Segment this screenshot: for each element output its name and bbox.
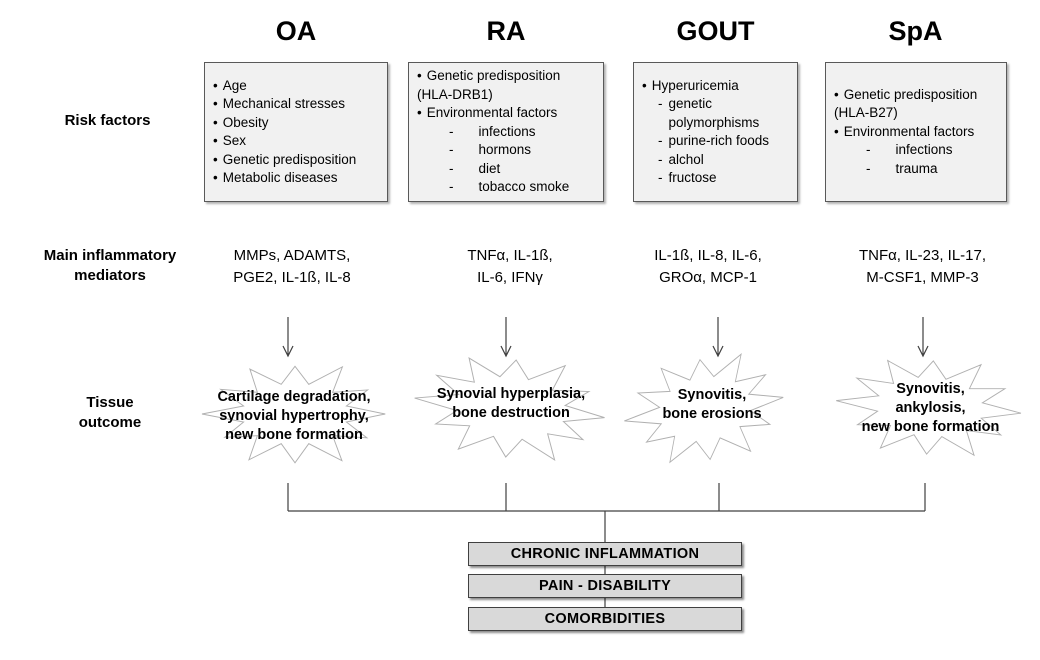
risk-factors-box-ra: •Genetic predisposition(HLA-DRB1)•Enviro… — [408, 62, 604, 202]
row-label-risk-factors: Risk factors — [64, 112, 151, 129]
risk-factors-box-gout: •Hyperuricemia-genetic polymorphisms-pur… — [633, 62, 798, 202]
risk-factors-box-oa: •Age•Mechanical stresses•Obesity•Sex•Gen… — [204, 62, 388, 202]
mediators-text-spa: TNFα, IL-23, IL-17,M-CSF1, MMP-3 — [858, 247, 987, 286]
mediators-text-ra: TNFα, IL-1ß,IL-6, IFNγ — [467, 247, 553, 286]
outcome-box-pain-disability: PAIN - DISABILITY — [468, 574, 742, 598]
tissue-outcome-text-gout: Synovitis,bone erosions — [662, 387, 762, 422]
column-header-spa: SpA — [888, 16, 943, 46]
mediators-text-gout: IL-1ß, IL-8, IL-6,GROα, MCP-1 — [654, 247, 762, 286]
column-header-oa: OA — [275, 16, 317, 46]
down-arrow-icon — [917, 317, 929, 358]
tissue-outcome-text-ra: Synovial hyperplasia,bone destruction — [436, 386, 586, 421]
row-label-tissue-outcome: Tissue outcome — [78, 394, 142, 431]
risk-factors-box-spa: •Genetic predisposition(HLA-B27)•Environ… — [825, 62, 1007, 202]
column-header-gout: GOUT — [676, 16, 755, 46]
outcome-box-chronic-inflammation: CHRONIC INFLAMMATION — [468, 542, 742, 566]
mediators-text-oa: MMPs, ADAMTS,PGE2, IL-1ß, IL-8 — [233, 247, 351, 286]
tissue-outcome-text-spa: Synovitis,ankylosis,new bone formation — [861, 381, 1000, 435]
tissue-outcome-text-oa: Cartilage degradation,synovial hypertrop… — [217, 389, 371, 443]
row-label-main-inflammatory-mediators: Main inflammatory mediators — [43, 247, 177, 284]
down-arrow-icon — [712, 317, 724, 358]
outcome-box-comorbidities: COMORBIDITIES — [468, 607, 742, 631]
down-arrow-icon — [282, 317, 294, 358]
converging-lines — [287, 483, 926, 607]
down-arrow-icon — [500, 317, 512, 358]
column-header-ra: RA — [486, 16, 526, 46]
